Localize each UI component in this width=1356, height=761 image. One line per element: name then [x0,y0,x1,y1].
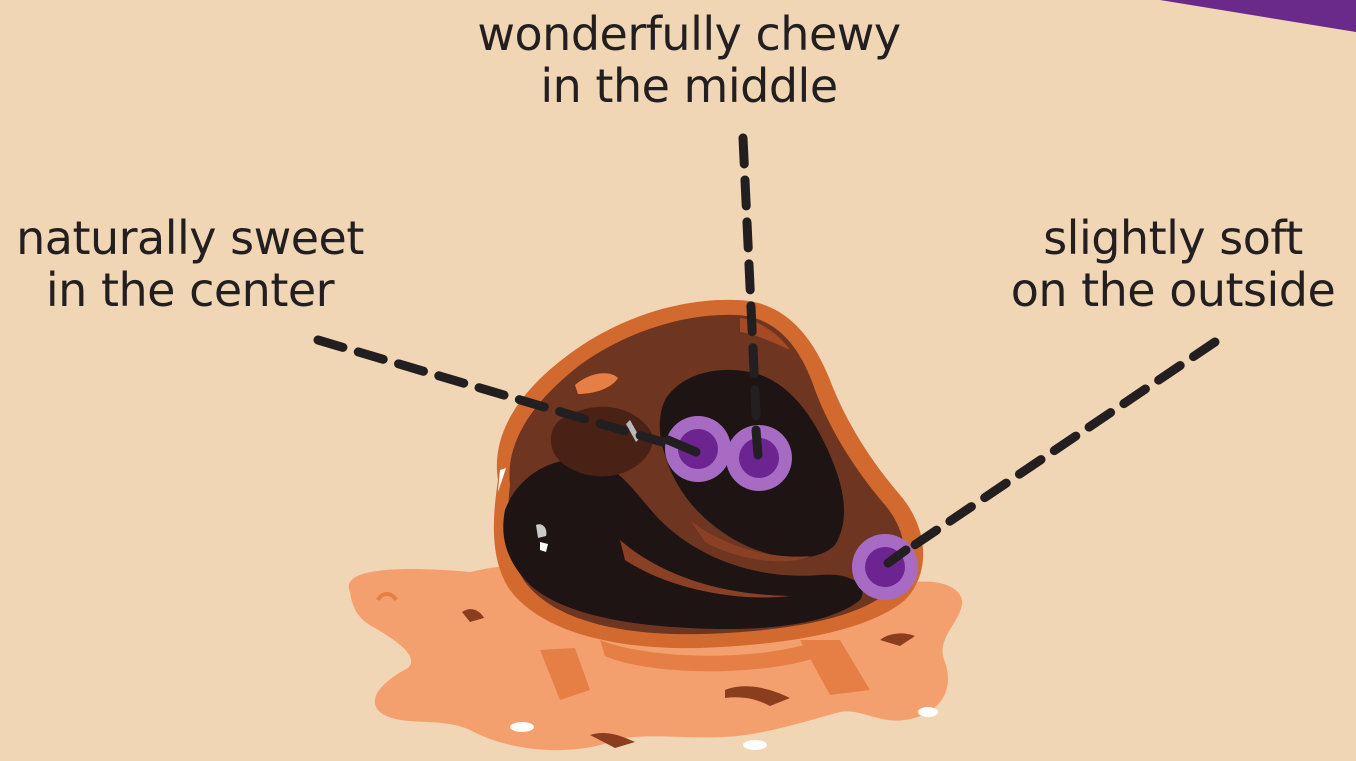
callout-center-line2: in the center [0,264,380,316]
callout-middle-line1: wonderfully chewy [439,8,939,60]
callout-middle-line2: in the middle [439,60,939,112]
callout-center-line1: naturally sweet [0,212,380,264]
corner-accent [1160,0,1356,32]
callout-label-outside: slightly soft on the outside [992,212,1354,316]
callout-outside-line1: slightly soft [992,212,1354,264]
callout-label-center: naturally sweet in the center [0,212,380,316]
marker-outside [852,534,918,600]
leader-line-outside [888,342,1215,563]
callout-label-middle: wonderfully chewy in the middle [439,8,939,112]
callout-outside-line2: on the outside [992,264,1354,316]
